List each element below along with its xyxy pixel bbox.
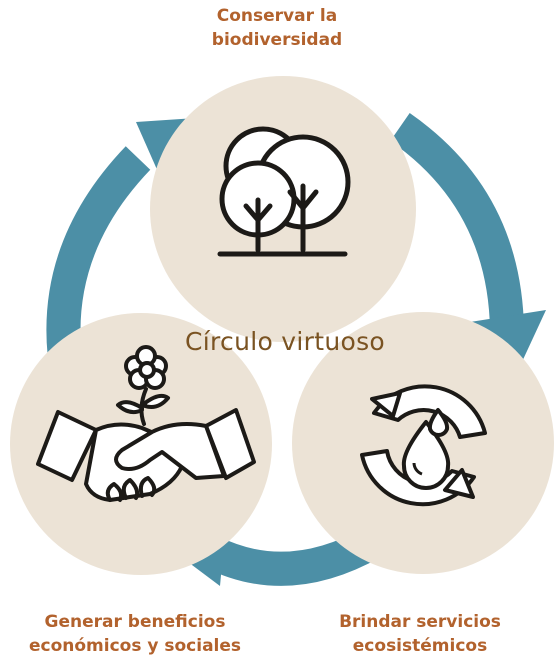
node-label-brindar: Brindar servicios ecosistémicos (310, 610, 530, 658)
node-label-line: Generar beneficios (44, 612, 226, 632)
handshake-flower-icon (36, 345, 256, 502)
node-label-line: económicos y sociales (28, 636, 242, 656)
node-label-generar: Generar beneficios económicos y sociales (10, 610, 260, 658)
water-cycle-icon (360, 384, 487, 507)
diagram-title: Círculo virtuoso (185, 327, 385, 356)
trees-icon (217, 126, 351, 257)
node-label-line: biodiversidad (211, 30, 343, 50)
node-label-conservar: Conservar la biodiversidad (177, 4, 377, 52)
node-label-line: Conservar la (216, 6, 338, 26)
node-label-line: Brindar servicios (339, 612, 501, 632)
node-label-line: ecosistémicos (352, 636, 488, 656)
